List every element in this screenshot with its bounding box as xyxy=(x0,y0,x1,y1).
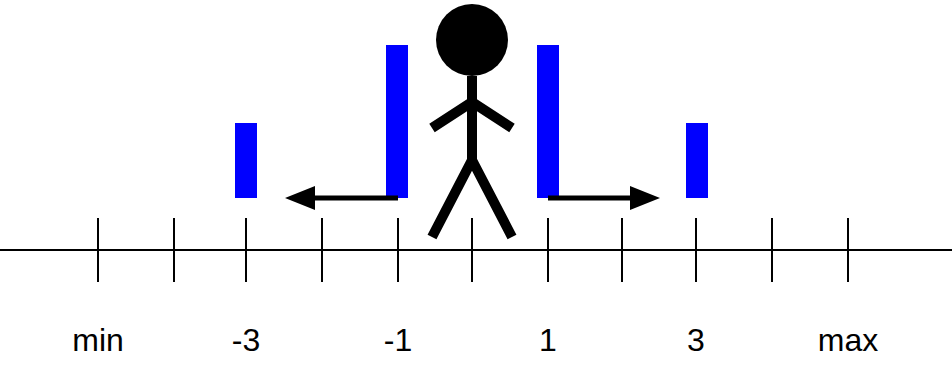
stick-figure xyxy=(432,4,512,237)
arrow-head-left xyxy=(285,186,315,210)
direction-arrows xyxy=(310,196,636,201)
axis-label: 1 xyxy=(539,324,557,356)
axis-label: -1 xyxy=(384,324,412,356)
tick-marks xyxy=(98,218,848,282)
arrow-head-right xyxy=(630,186,660,210)
axis-label: max xyxy=(818,324,878,356)
axis-label: 3 xyxy=(687,324,705,356)
axis-label: -3 xyxy=(232,324,260,356)
axis-label: min xyxy=(72,324,124,356)
axis-line xyxy=(0,249,952,251)
